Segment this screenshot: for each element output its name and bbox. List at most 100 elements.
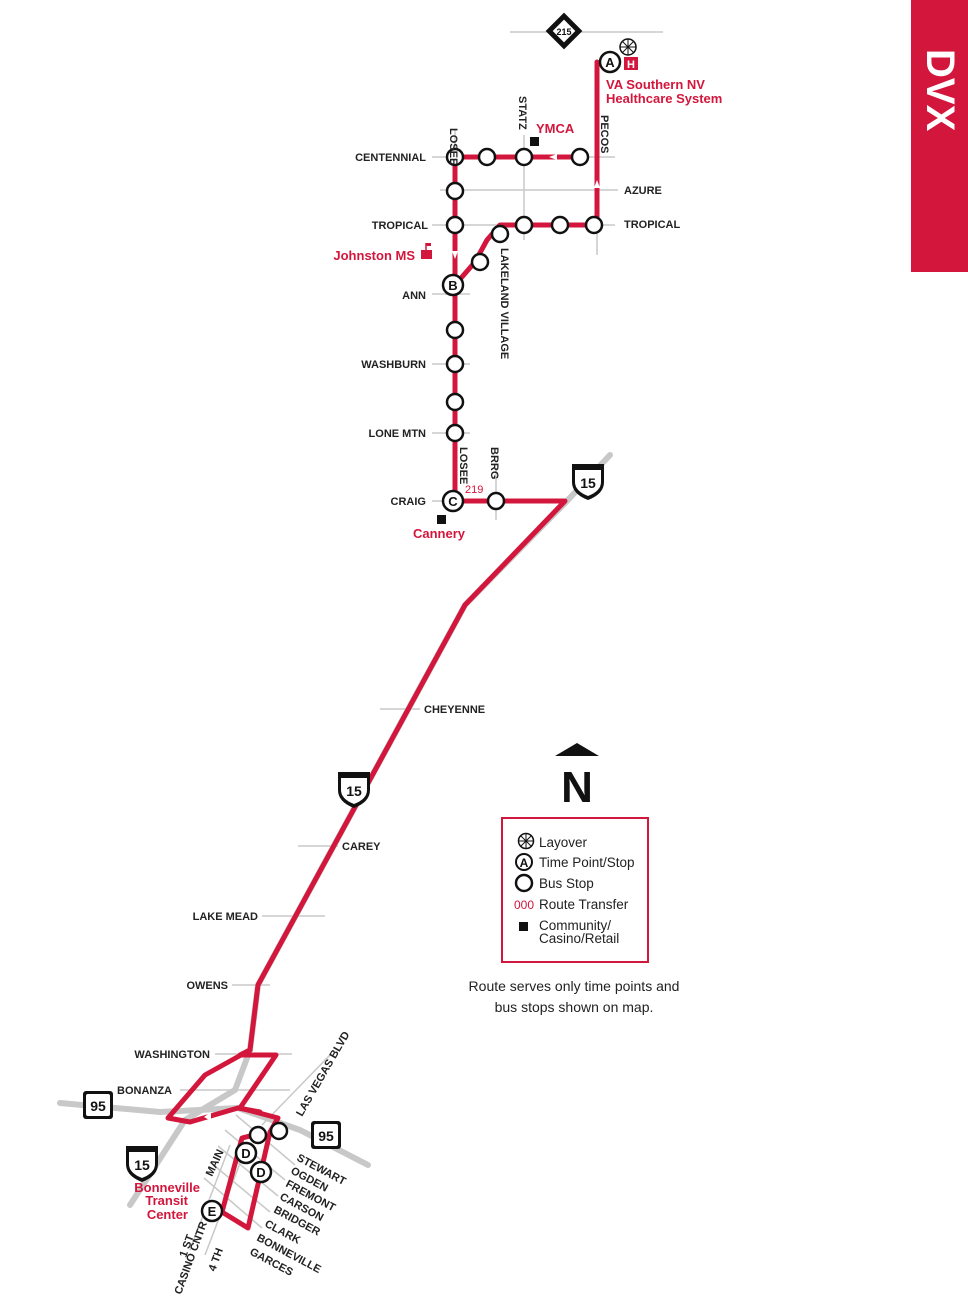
svg-text:15: 15: [134, 1157, 150, 1173]
street-labels: LOSEE STATZ PECOS CENTENNIAL AZURE TROPI…: [117, 96, 681, 1296]
ymca-marker: [530, 137, 539, 146]
arrow-north: [594, 180, 600, 188]
label-cannery: Cannery: [413, 526, 466, 541]
label-tropical-west: TROPICAL: [372, 220, 429, 232]
arrow-south: [452, 251, 458, 259]
time-point-d-west: D: [234, 1141, 258, 1165]
label-washburn: WASHBURN: [361, 359, 426, 371]
legend-transfer-sample: 000: [514, 898, 534, 912]
legend-layover: Layover: [539, 835, 588, 850]
stop-losee-washburn: [445, 354, 465, 374]
label-route-transfer: 219: [465, 484, 483, 496]
label-washington: WASHINGTON: [134, 1049, 210, 1061]
arrow-west-bottom: [204, 1112, 211, 1121]
stop-losee-2: [445, 392, 465, 412]
stop-losee-centennial: [445, 147, 465, 167]
route-tab: DVX: [911, 0, 968, 272]
label-pecos: PECOS: [598, 115, 610, 154]
stop-losee-azure: [445, 181, 465, 201]
stop-downtown-1: [248, 1125, 268, 1145]
label-centennial: CENTENNIAL: [355, 152, 426, 164]
svg-text:E: E: [208, 1204, 217, 1219]
time-point-c: C: [441, 489, 465, 513]
time-points: A B C D D E: [200, 50, 622, 1223]
label-tropical-east: TROPICAL: [624, 219, 681, 231]
svg-text:B: B: [448, 278, 457, 293]
street-grid: [180, 31, 663, 1256]
svg-text:A: A: [605, 55, 615, 70]
label-owens: OWENS: [186, 980, 228, 992]
landmark-labels: VA Southern NV Healthcare System YMCA Jo…: [134, 77, 722, 1222]
svg-text:95: 95: [318, 1128, 334, 1144]
label-bonneville-3: Center: [147, 1207, 188, 1222]
stop-losee-lone-mtn: [445, 423, 465, 443]
label-brrg: BRRG: [488, 447, 500, 479]
label-cheyenne: CHEYENNE: [424, 704, 485, 716]
legend-community-icon: [519, 922, 528, 931]
us95-shield-west: 95: [83, 1091, 113, 1119]
us95-shield-east: 95: [311, 1121, 341, 1149]
label-bonneville-1: Bonneville: [134, 1180, 200, 1195]
stop-downtown-2: [269, 1121, 289, 1141]
legend-time-point: Time Point/Stop: [539, 855, 635, 870]
legend-bus-stop: Bus Stop: [539, 876, 594, 891]
legend-transfer: Route Transfer: [539, 897, 629, 912]
label-ann: ANN: [402, 290, 426, 302]
time-point-b: B: [441, 273, 465, 297]
legend: Layover A Time Point/Stop Bus Stop 000 R…: [501, 817, 649, 963]
stop-centennial-east: [570, 147, 590, 167]
label-4th: 4 TH: [207, 1246, 226, 1273]
stop-pecos-tropical: [584, 215, 604, 235]
layover-icon: [619, 38, 637, 56]
label-bonneville-2: Transit: [145, 1193, 188, 1208]
svg-text:D: D: [241, 1146, 250, 1161]
label-lone-mtn: LONE MTN: [369, 428, 426, 440]
label-va-line2: Healthcare System: [606, 91, 722, 106]
legend-layover-icon: [517, 832, 535, 850]
svg-text:95: 95: [90, 1098, 106, 1114]
label-losee-top: LOSEE: [447, 128, 459, 165]
label-ymca: YMCA: [536, 121, 575, 136]
label-craig: CRAIG: [391, 496, 426, 508]
cannery-marker: [437, 515, 446, 524]
stop-losee-tropical: [445, 215, 465, 235]
stop-losee-1: [445, 320, 465, 340]
svg-text:15: 15: [346, 783, 362, 799]
route-tab-label: DVX: [918, 48, 962, 132]
stop-tropical-2: [550, 215, 570, 235]
svg-text:C: C: [448, 494, 458, 509]
legend-bus-stop-icon: [514, 873, 534, 893]
label-statz: STATZ: [516, 96, 528, 130]
stop-lakeland-1: [490, 224, 510, 244]
svg-text:15: 15: [580, 475, 596, 491]
legend-time-point-icon: [515, 853, 533, 871]
north-label: N: [561, 763, 593, 812]
label-carey: CAREY: [342, 841, 381, 853]
label-johnston: Johnston MS: [333, 248, 415, 263]
label-va-line1: VA Southern NV: [606, 77, 705, 92]
svg-text:A: A: [520, 856, 529, 870]
label-azure: AZURE: [624, 185, 662, 197]
hospital-icon: H: [624, 57, 638, 71]
beltway-shield: 215: [545, 12, 583, 50]
stop-centennial-1: [477, 147, 497, 167]
svg-text:D: D: [256, 1165, 265, 1180]
bus-stops: [248, 147, 604, 1145]
svg-text:H: H: [627, 59, 635, 71]
svg-text:215: 215: [556, 27, 571, 37]
arrow-west: [549, 154, 557, 160]
i15-shield-mid: 15: [338, 772, 370, 808]
time-point-a: A: [598, 50, 622, 74]
legend-community-1: Community/: [539, 918, 611, 933]
label-lake-mead: LAKE MEAD: [193, 911, 258, 923]
time-point-e: E: [200, 1199, 224, 1223]
label-bonanza: BONANZA: [117, 1085, 172, 1097]
label-casino-center: CASINO CNTR: [173, 1220, 210, 1296]
stop-tropical-1: [514, 215, 534, 235]
school-icon: [421, 243, 432, 259]
label-lakeland: LAKELAND VILLAGE: [498, 248, 510, 359]
label-losee-bottom: LOSEE: [457, 447, 469, 484]
north-arrow: N: [555, 743, 599, 812]
note-line2: bus stops shown on map.: [495, 999, 654, 1015]
